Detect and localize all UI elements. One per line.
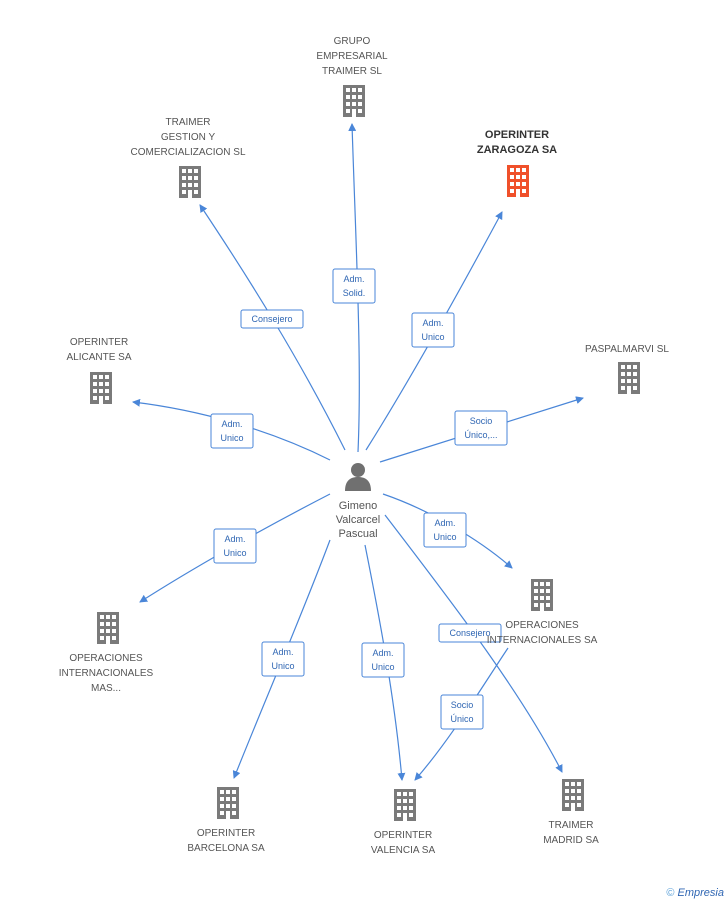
svg-text:OPERINTER: OPERINTER: [485, 129, 549, 141]
edge-label-adm-unico-barcelona[interactable]: Adm. Unico: [261, 641, 305, 677]
svg-text:Único: Único: [450, 714, 473, 724]
svg-text:Unico: Unico: [223, 548, 246, 558]
edge-label-adm-unico-valencia[interactable]: Adm. Unico: [361, 642, 405, 678]
svg-text:Consejero: Consejero: [251, 314, 292, 324]
svg-text:OPERINTER: OPERINTER: [374, 830, 432, 841]
edge-label-consejero[interactable]: Consejero: [240, 309, 304, 329]
svg-text:OPERACIONES: OPERACIONES: [69, 653, 143, 664]
svg-text:TRAIMER SL: TRAIMER SL: [322, 66, 382, 77]
svg-text:GESTION Y: GESTION Y: [161, 132, 216, 143]
svg-text:INTERNACIONALES SA: INTERNACIONALES SA: [487, 635, 598, 646]
building-icon: [97, 612, 119, 644]
brand-logo: Empresia: [677, 887, 724, 899]
svg-text:Socio: Socio: [451, 700, 474, 710]
svg-text:Unico: Unico: [421, 332, 444, 342]
svg-text:TRAIMER: TRAIMER: [166, 117, 211, 128]
svg-text:Único,...: Único,...: [464, 430, 497, 440]
svg-text:Unico: Unico: [433, 532, 456, 542]
building-icon: [562, 779, 584, 811]
building-icon-highlight: [507, 165, 529, 197]
svg-text:Adm.: Adm.: [372, 648, 393, 658]
svg-text:Adm.: Adm.: [343, 274, 364, 284]
building-icon: [90, 372, 112, 404]
edges: [132, 123, 584, 781]
svg-text:Consejero: Consejero: [449, 628, 490, 638]
svg-text:Unico: Unico: [371, 662, 394, 672]
svg-text:OPERINTER: OPERINTER: [197, 828, 255, 839]
svg-text:BARCELONA SA: BARCELONA SA: [187, 843, 265, 854]
node-grupo-empresarial-trairmer[interactable]: GRUPO EMPRESARIAL TRAIMER SL: [316, 36, 388, 117]
node-operaciones-internacionales-sa[interactable]: OPERACIONES INTERNACIONALES SA: [487, 579, 598, 646]
edge-labels: Adm. Solid. Consejero Adm. Unico Adm. Un…: [210, 268, 508, 730]
svg-text:TRAIMER: TRAIMER: [549, 820, 594, 831]
node-operinter-valencia[interactable]: OPERINTER VALENCIA SA: [371, 789, 436, 856]
center-name-line-2: Valcarcel: [336, 514, 380, 526]
svg-text:Adm.: Adm.: [422, 318, 443, 328]
svg-text:OPERACIONES: OPERACIONES: [505, 620, 579, 631]
copyright-icon: ©: [666, 887, 675, 899]
building-icon: [217, 787, 239, 819]
svg-text:Unico: Unico: [271, 661, 294, 671]
svg-text:Socio: Socio: [470, 416, 493, 426]
edge-label-adm-unico-operaciones-sa[interactable]: Adm. Unico: [423, 512, 467, 548]
svg-text:PASPALMARVI SL: PASPALMARVI SL: [585, 344, 669, 355]
edge-label-socio-unico-paspalmarvi[interactable]: Socio Único,...: [454, 410, 508, 446]
footer-brand: ©Empresia: [666, 887, 724, 899]
center-name-line-3: Pascual: [338, 528, 377, 540]
svg-text:MAS...: MAS...: [91, 683, 121, 694]
svg-text:ALICANTE SA: ALICANTE SA: [66, 352, 131, 363]
edge-label-adm-unico-zaragoza[interactable]: Adm. Unico: [411, 312, 455, 348]
node-trairmer-madrid[interactable]: TRAIMER MADRID SA: [543, 779, 599, 846]
svg-text:Adm.: Adm.: [221, 419, 242, 429]
svg-text:Adm.: Adm.: [224, 534, 245, 544]
edge-label-consejero-madrid[interactable]: Consejero: [438, 623, 502, 643]
node-trairmer-gestion[interactable]: TRAIMER GESTION Y COMERCIALIZACION SL: [130, 117, 246, 198]
svg-text:OPERINTER: OPERINTER: [70, 337, 128, 348]
person-icon: [345, 463, 371, 491]
svg-text:MADRID SA: MADRID SA: [543, 835, 599, 846]
svg-text:COMERCIALIZACION SL: COMERCIALIZACION SL: [130, 147, 245, 158]
svg-text:Solid.: Solid.: [343, 288, 366, 298]
edge-trairmer-madrid: [384, 514, 563, 773]
building-icon: [394, 789, 416, 821]
center-name-line-1: Gimeno: [339, 500, 378, 512]
center-person[interactable]: Gimeno Valcarcel Pascual: [336, 463, 380, 540]
svg-text:Adm.: Adm.: [434, 518, 455, 528]
building-icon: [531, 579, 553, 611]
building-icon: [618, 362, 640, 394]
node-operaciones-internacionales-mas[interactable]: OPERACIONES INTERNACIONALES MAS...: [59, 612, 154, 694]
node-paspalmarvi[interactable]: PASPALMARVI SL: [585, 344, 669, 394]
svg-text:INTERNACIONALES: INTERNACIONALES: [59, 668, 154, 679]
node-operinter-alicante[interactable]: OPERINTER ALICANTE SA: [66, 337, 132, 404]
edge-label-adm-solid[interactable]: Adm. Solid.: [332, 268, 376, 304]
node-operinter-zaragoza[interactable]: OPERINTER ZARAGOZA SA: [477, 129, 557, 197]
svg-text:Unico: Unico: [220, 433, 243, 443]
edge-label-adm-unico-alicante[interactable]: Adm. Unico: [210, 413, 254, 449]
building-icon: [179, 166, 201, 198]
svg-text:EMPRESARIAL: EMPRESARIAL: [316, 51, 388, 62]
edge-label-socio-unico-valencia[interactable]: Socio Único: [440, 694, 484, 730]
svg-text:Adm.: Adm.: [272, 647, 293, 657]
node-operinter-barcelona[interactable]: OPERINTER BARCELONA SA: [187, 787, 265, 854]
svg-text:ZARAGOZA SA: ZARAGOZA SA: [477, 144, 557, 156]
svg-text:VALENCIA SA: VALENCIA SA: [371, 845, 436, 856]
svg-text:GRUPO: GRUPO: [334, 36, 371, 47]
building-icon: [343, 85, 365, 117]
edge-label-adm-unico-operaciones-mas[interactable]: Adm. Unico: [213, 528, 257, 564]
